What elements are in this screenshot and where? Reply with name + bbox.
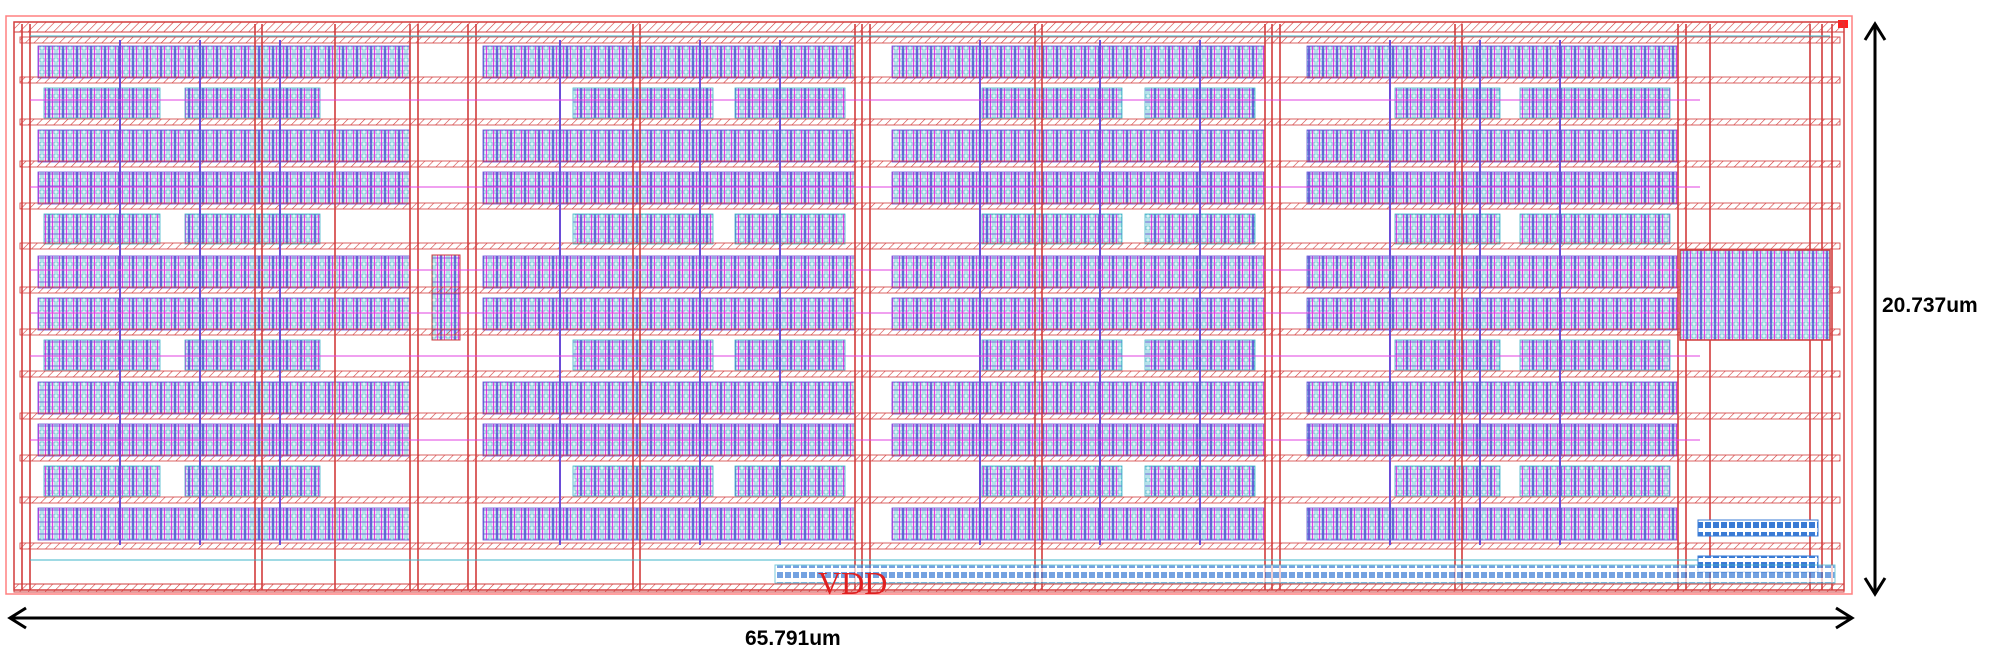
cell-group: [184, 339, 321, 371]
cell-row: [37, 507, 411, 541]
cell-group: [981, 339, 1123, 371]
power-rail: [19, 286, 1841, 294]
power-rail: [19, 118, 1841, 126]
cell-row: [891, 381, 1266, 415]
power-rail: [19, 454, 1841, 462]
cell-group: [1394, 465, 1501, 497]
cell-group: [734, 87, 846, 119]
cell-row: [891, 45, 1266, 79]
cell-row: [482, 255, 856, 289]
vdd-strip: [774, 564, 1836, 584]
cell-group: [734, 213, 846, 245]
cell-row: [1306, 45, 1679, 79]
power-rail: [19, 36, 1841, 44]
standard-cell-array: [37, 45, 1679, 541]
cell-group: [981, 213, 1123, 245]
cell-row: [1306, 255, 1679, 289]
vdd-net-label: VDD: [818, 565, 887, 601]
cell-group: [1519, 465, 1671, 497]
power-rail: [19, 202, 1841, 210]
cell-row: [482, 171, 856, 205]
cell-row: [891, 297, 1266, 331]
cell-group: [572, 213, 714, 245]
cell-row: [1306, 297, 1679, 331]
cell-row: [482, 381, 856, 415]
cell-row: [1306, 381, 1679, 415]
height-dimension-label: 20.737um: [1882, 294, 1978, 317]
cell-row: [891, 129, 1266, 163]
cell-group: [1519, 339, 1671, 371]
cell-group: [184, 213, 321, 245]
power-rail: [19, 160, 1841, 168]
cell-group: [734, 465, 846, 497]
cell-group: [572, 465, 714, 497]
width-dimension-label: 65.791um: [745, 627, 841, 650]
cell-row: [891, 507, 1266, 541]
cell-group: [184, 465, 321, 497]
cell-group: [572, 339, 714, 371]
cell-group: [43, 213, 161, 245]
cell-row: [37, 171, 411, 205]
cell-row: [482, 45, 856, 79]
power-rail: [19, 496, 1841, 504]
cell-group: [43, 465, 161, 497]
cell-row: [1306, 171, 1679, 205]
width-dimension: [7, 606, 1855, 630]
cell-group: [1394, 87, 1501, 119]
control-block: [1679, 249, 1831, 341]
height-dimension: [1863, 21, 1887, 597]
cell-row: [482, 507, 856, 541]
metal-routing: [13, 21, 1845, 593]
cell-row: [37, 129, 411, 163]
buffer-block: [431, 254, 461, 341]
power-rail: [19, 328, 1841, 336]
cell-row: [891, 171, 1266, 205]
cell-group: [43, 339, 161, 371]
power-rail: [19, 242, 1841, 250]
top-rail: [13, 21, 1845, 33]
io-block-top: [1697, 519, 1819, 537]
cell-group: [1519, 213, 1671, 245]
cell-group: [981, 465, 1123, 497]
cell-row: [1306, 507, 1679, 541]
cell-group: [1394, 339, 1501, 371]
bottom-rail: [13, 583, 1845, 593]
power-rail: [19, 76, 1841, 84]
cell-row: [37, 297, 411, 331]
power-rail: [19, 370, 1841, 378]
power-rail: [19, 412, 1841, 420]
cell-group: [1519, 87, 1671, 119]
cell-group: [572, 87, 714, 119]
cell-row: [37, 381, 411, 415]
cell-group: [184, 87, 321, 119]
power-rail: [19, 542, 1841, 550]
cell-row: [37, 45, 411, 79]
cell-row: [891, 255, 1266, 289]
cell-group: [43, 87, 161, 119]
cell-group: [1394, 213, 1501, 245]
cell-group: [734, 339, 846, 371]
cell-row: [37, 255, 411, 289]
cell-row: [482, 297, 856, 331]
cell-row: [482, 129, 856, 163]
cell-row: [1306, 129, 1679, 163]
cell-group: [981, 87, 1123, 119]
